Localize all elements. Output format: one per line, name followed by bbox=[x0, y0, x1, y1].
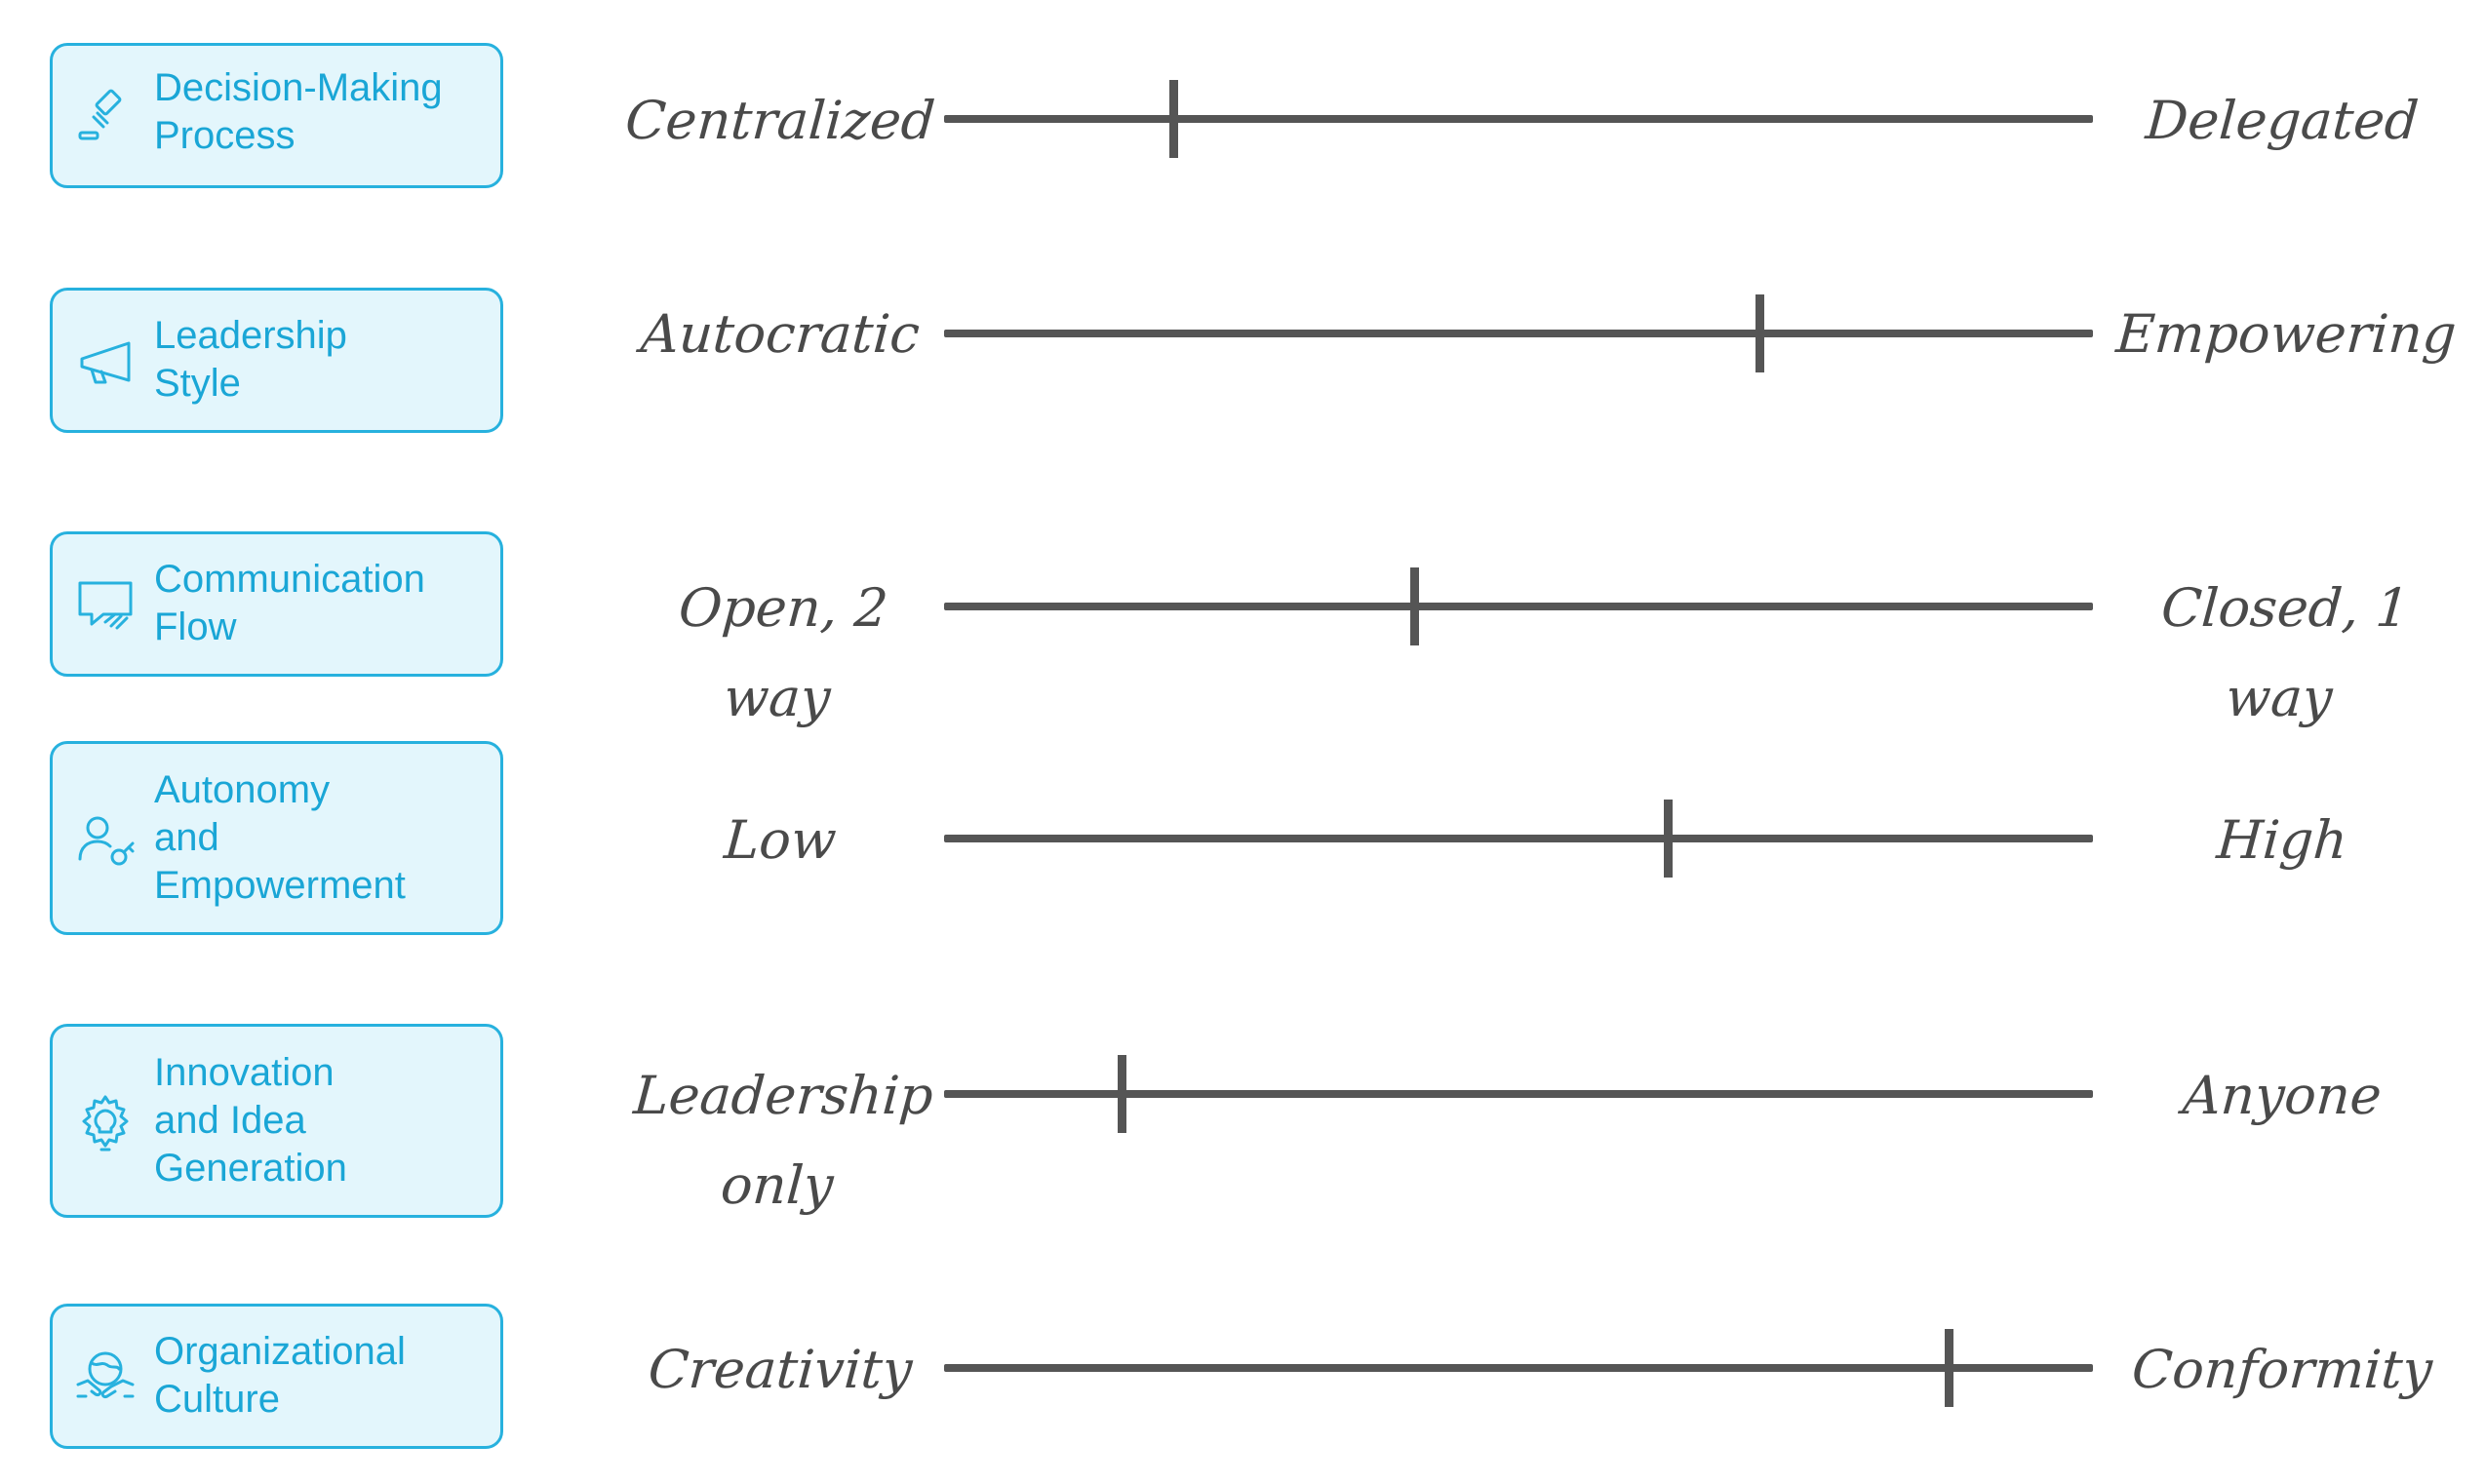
scale-left-label: Centralized bbox=[623, 90, 937, 151]
scale-track bbox=[944, 1364, 2093, 1372]
scale-right-label: High bbox=[2214, 809, 2350, 871]
category-card: Autonomy and Empowerment bbox=[50, 741, 503, 935]
scale-left-label: Leadership only bbox=[631, 1065, 935, 1216]
scale-marker bbox=[1755, 294, 1764, 372]
person-key-icon bbox=[74, 810, 137, 873]
scale-marker bbox=[1118, 1055, 1127, 1133]
globe-handshake-icon bbox=[74, 1347, 137, 1410]
category-card: Organizational Culture bbox=[50, 1304, 503, 1449]
scale-right-label: Delegated bbox=[2144, 90, 2421, 151]
category-label: Communication Flow bbox=[154, 558, 425, 648]
scale-track bbox=[944, 603, 2093, 610]
scale-left-label: Creativity bbox=[646, 1339, 915, 1400]
category-card: Leadership Style bbox=[50, 288, 503, 433]
megaphone-icon bbox=[74, 332, 137, 394]
scale-left-label: Autocratic bbox=[639, 303, 922, 365]
scale-marker bbox=[1945, 1329, 1954, 1407]
scale-right-label: Anyone bbox=[2181, 1065, 2385, 1126]
scale-track bbox=[944, 115, 2093, 123]
category-card: Innovation and Idea Generation bbox=[50, 1024, 503, 1218]
category-label: Innovation and Idea Generation bbox=[154, 1051, 347, 1190]
chat-bubble-icon bbox=[74, 575, 137, 638]
category-label: Decision-Making Process bbox=[154, 66, 443, 157]
category-label: Leadership Style bbox=[154, 314, 347, 405]
scale-right-label: Closed, 1 way bbox=[2159, 577, 2412, 728]
scale-track bbox=[944, 1090, 2093, 1098]
lightbulb-gear-icon bbox=[74, 1093, 137, 1155]
scale-track bbox=[944, 330, 2093, 337]
scale-marker bbox=[1410, 567, 1420, 645]
scale-right-label: Empowering bbox=[2113, 303, 2459, 365]
gavel-icon bbox=[74, 84, 137, 146]
category-label: Organizational Culture bbox=[154, 1330, 406, 1421]
scale-marker bbox=[1169, 80, 1179, 158]
scale-marker bbox=[1663, 800, 1673, 878]
scale-right-label: Conformity bbox=[2130, 1339, 2435, 1400]
category-card: Communication Flow bbox=[50, 531, 503, 677]
scale-left-label: Open, 2 way bbox=[676, 577, 890, 728]
scale-left-label: Low bbox=[722, 809, 839, 871]
scale-track bbox=[944, 835, 2093, 842]
category-label: Autonomy and Empowerment bbox=[154, 768, 406, 907]
category-card: Decision-Making Process bbox=[50, 43, 503, 188]
